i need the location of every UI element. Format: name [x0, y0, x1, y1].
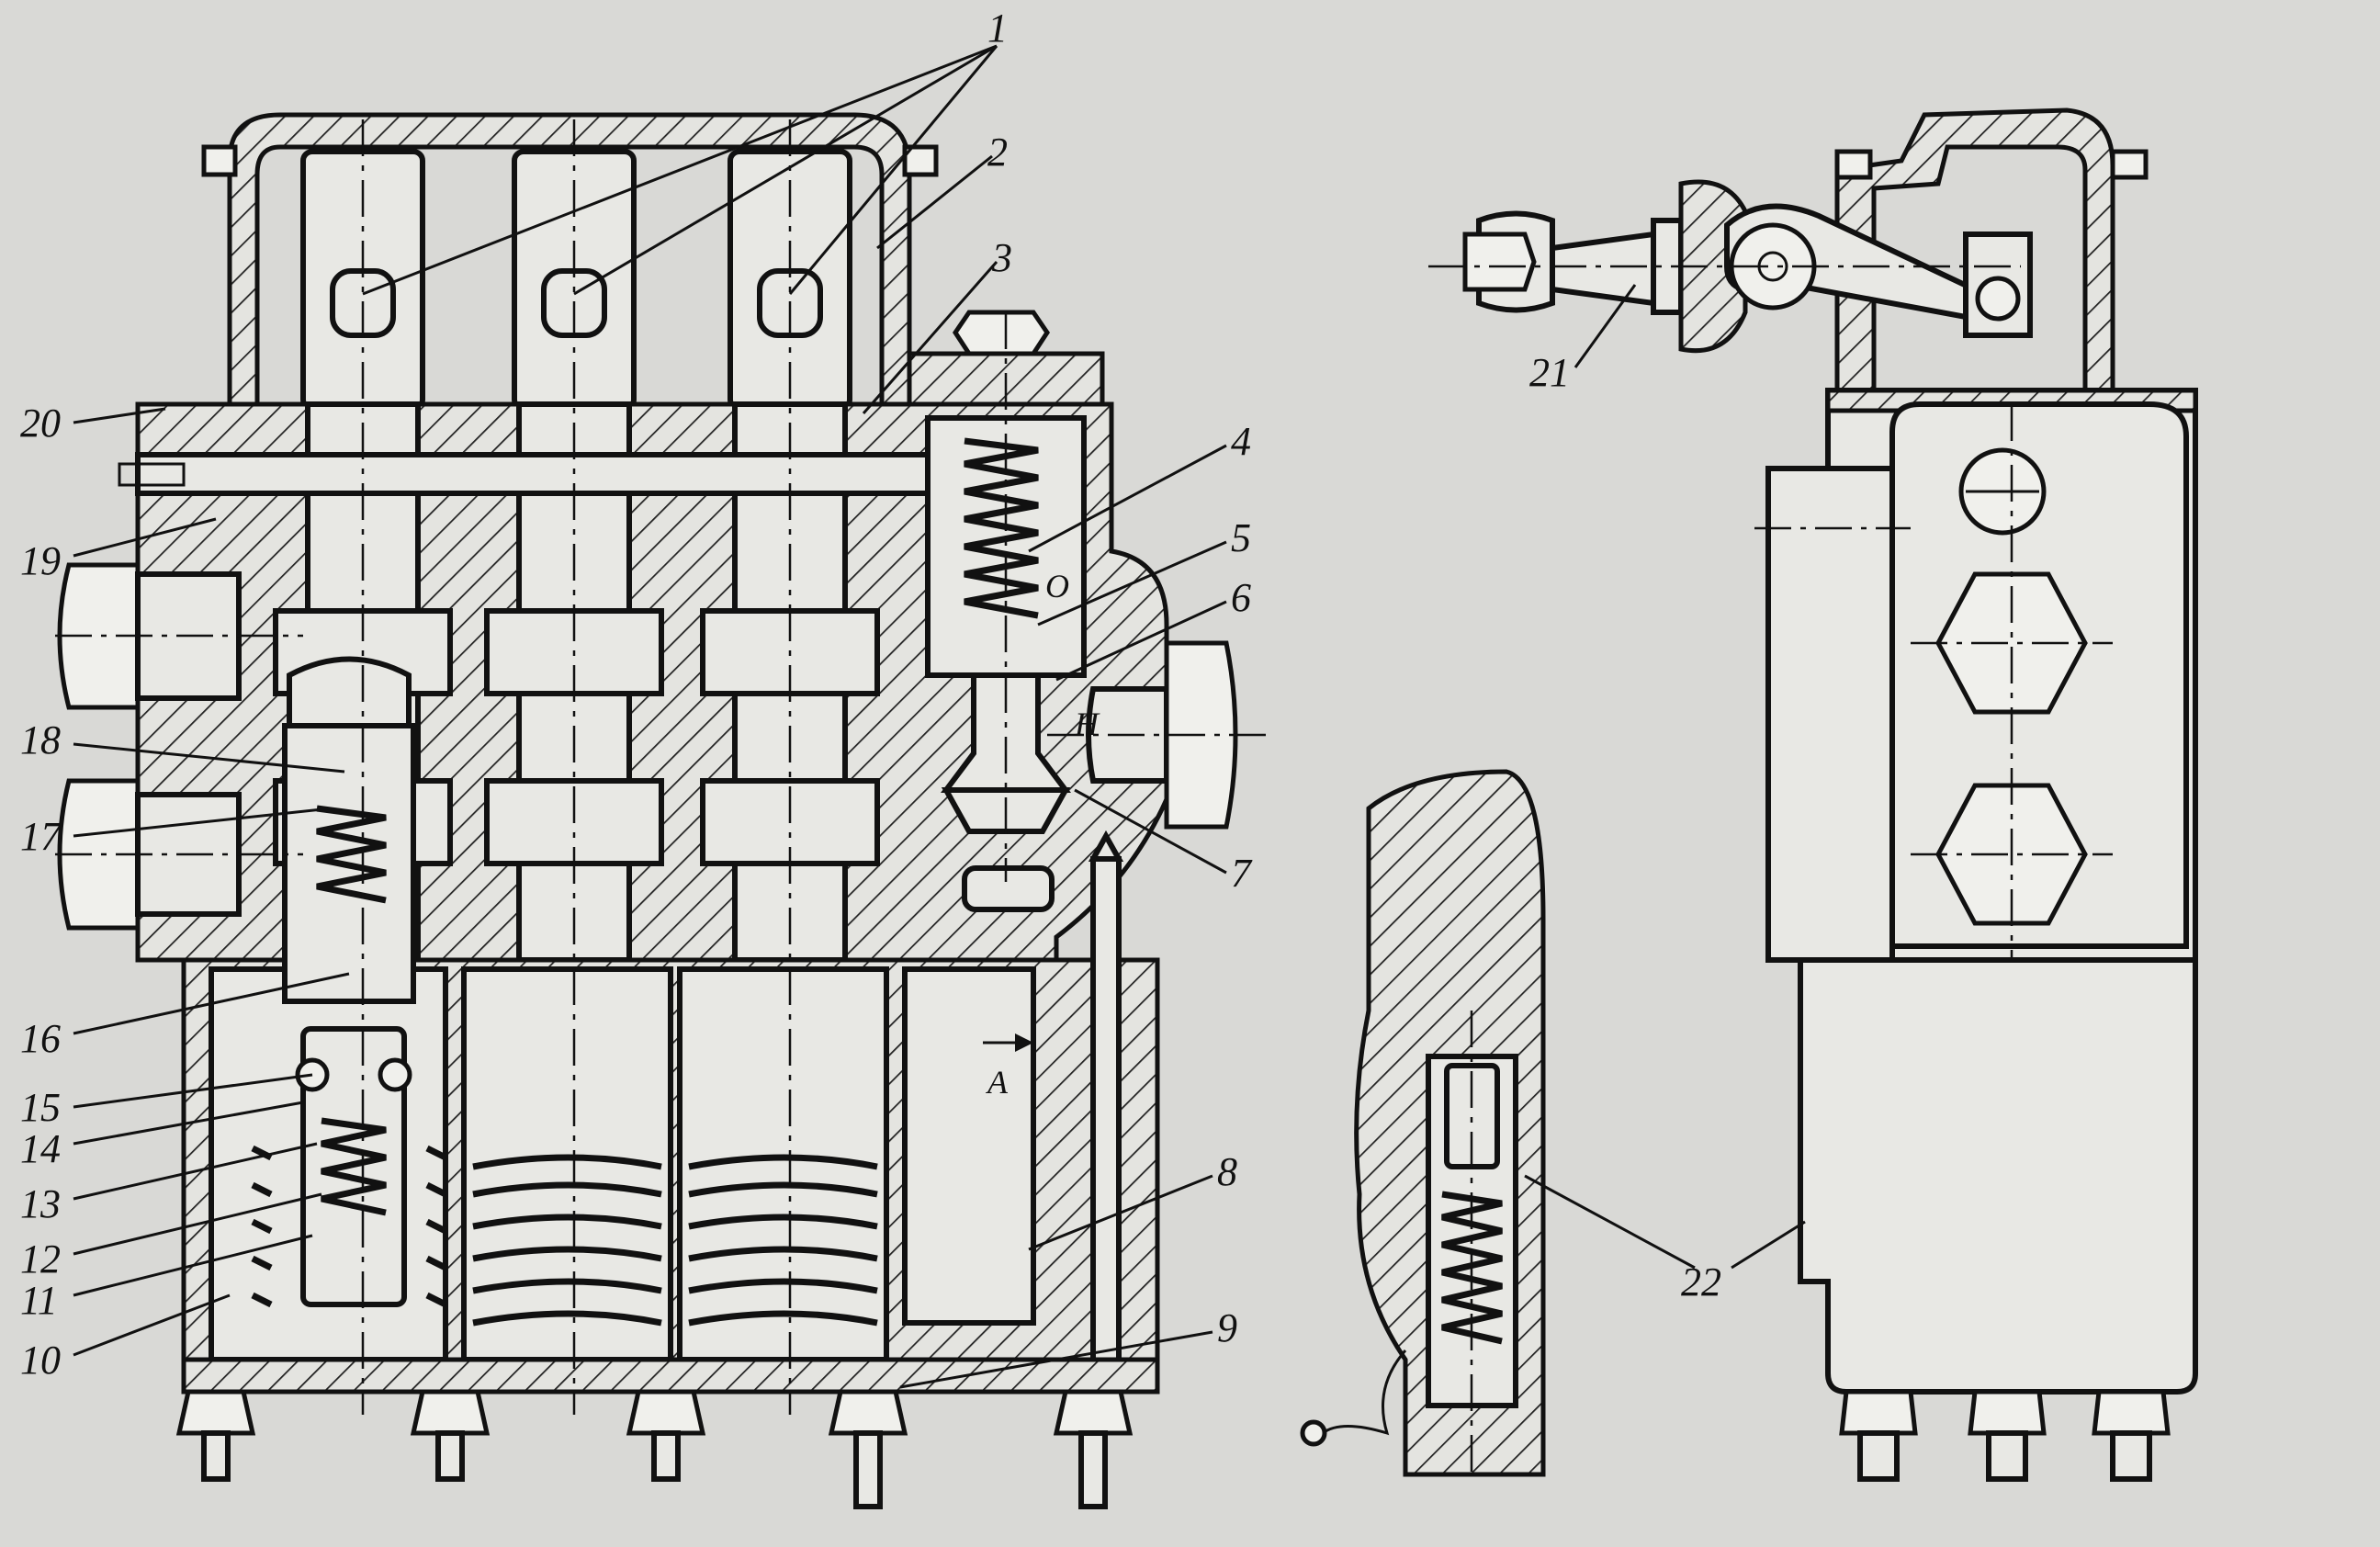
bottom-plate	[181, 1357, 1160, 1395]
chamber-a	[902, 966, 1036, 1326]
section-arrow-a	[983, 1011, 1036, 1075]
safety-valve-nut	[952, 310, 1051, 356]
callout-21: 21	[1529, 350, 1570, 395]
side-bottom-nuts	[1839, 1389, 2171, 1482]
callout-12: 12	[20, 1236, 61, 1282]
side-hex-nut-upper	[1935, 571, 2088, 715]
callout-14: 14	[20, 1126, 61, 1171]
side-body-flange	[1765, 466, 1895, 963]
tie-rod	[1090, 856, 1122, 1376]
detail-wire	[1322, 1349, 1407, 1436]
callout-17: 17	[20, 814, 62, 859]
outer-spring-10	[251, 1145, 447, 1308]
callout-8: 8	[1217, 1149, 1237, 1194]
ball-15-right	[378, 1057, 412, 1092]
callout-10: 10	[20, 1338, 61, 1383]
detail-view	[1300, 769, 1546, 1479]
booster-valve-spring	[316, 805, 387, 904]
callout-19: 19	[20, 538, 61, 583]
bottom-nuts	[175, 1389, 1134, 1509]
callout-11: 11	[20, 1278, 58, 1323]
callout-22: 22	[1681, 1259, 1721, 1304]
center-lines	[55, 119, 1268, 1415]
booster-spring-lower	[321, 1117, 387, 1216]
callout-7: 7	[1231, 851, 1253, 896]
return-spring-2	[688, 1154, 878, 1327]
side-view	[1428, 107, 2198, 1482]
callout-20: 20	[20, 401, 61, 446]
callout-2: 2	[987, 130, 1008, 175]
return-spring-1	[472, 1154, 662, 1327]
callout-18: 18	[20, 717, 61, 762]
callout-6: 6	[1231, 575, 1251, 620]
transverse-channel	[135, 452, 931, 496]
callout-15: 15	[20, 1085, 61, 1130]
callout-3: 3	[991, 235, 1012, 280]
callout-16: 16	[20, 1016, 61, 1061]
callout-1: 1	[987, 6, 1008, 51]
safety-valve-spring	[964, 437, 1039, 619]
callout-4: 4	[1231, 419, 1251, 464]
letter-o: O	[1045, 568, 1069, 604]
main-section-view	[55, 112, 1268, 1509]
side-lower-housing	[1798, 957, 2198, 1395]
top-bolt-left	[201, 144, 238, 177]
letter-a: A	[986, 1064, 1009, 1101]
callout-labels: 1 2 3 4 5 6 7 8 9 10 11 12 13 14 15 16 1…	[20, 6, 1721, 1383]
callout-5: 5	[1231, 515, 1251, 560]
spool-heads	[300, 149, 852, 412]
callout-9: 9	[1217, 1305, 1237, 1350]
leader-lines	[73, 44, 1806, 1389]
callout-13: 13	[20, 1181, 61, 1226]
letter-h: H	[1074, 706, 1100, 742]
lever-assembly	[1462, 179, 2033, 354]
